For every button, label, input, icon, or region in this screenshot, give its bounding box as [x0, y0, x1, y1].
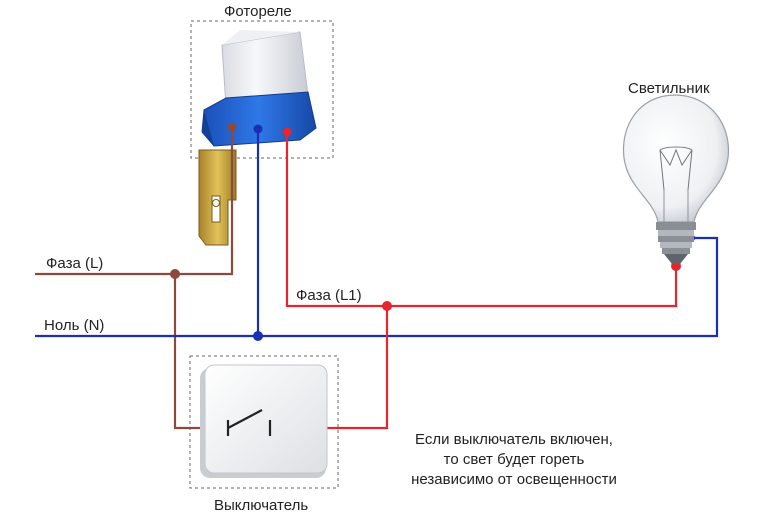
- relay-terminal-output: [282, 127, 292, 137]
- phase-l-label: Фаза (L): [46, 255, 104, 272]
- wires: [35, 127, 719, 430]
- wire-neutral-n: [35, 236, 719, 338]
- junction-neutral: [253, 331, 263, 341]
- junction-phase-l1: [382, 301, 392, 311]
- note-line-2: то свет будет гореть: [443, 451, 585, 468]
- switch-label: Выключатель: [214, 497, 309, 514]
- relay-terminal-phase: [227, 122, 237, 132]
- wire-phase-l1: [285, 132, 678, 308]
- wire-phase-l: [35, 127, 234, 276]
- phase-l1-label: Фаза (L1): [296, 287, 362, 304]
- note-line-1: Если выключатель включен,: [415, 431, 613, 448]
- relay-terminal-neutral: [253, 124, 263, 134]
- photorelay-bracket: [198, 149, 237, 246]
- photorelay-frame: [190, 20, 334, 159]
- lamp-icon: [622, 94, 730, 264]
- lamp-label: Светильник: [628, 80, 710, 97]
- neutral-n-label: Ноль (N): [44, 317, 105, 334]
- note-text: Если выключатель включен, то свет будет …: [404, 430, 624, 490]
- switch-icon: [200, 364, 328, 478]
- switch-frame: [189, 355, 339, 489]
- photorelay-label: Фотореле: [224, 3, 292, 20]
- photorelay-icon: [201, 30, 317, 147]
- note-line-3: независимо от освещенности: [411, 471, 617, 488]
- junction-phase: [170, 269, 180, 279]
